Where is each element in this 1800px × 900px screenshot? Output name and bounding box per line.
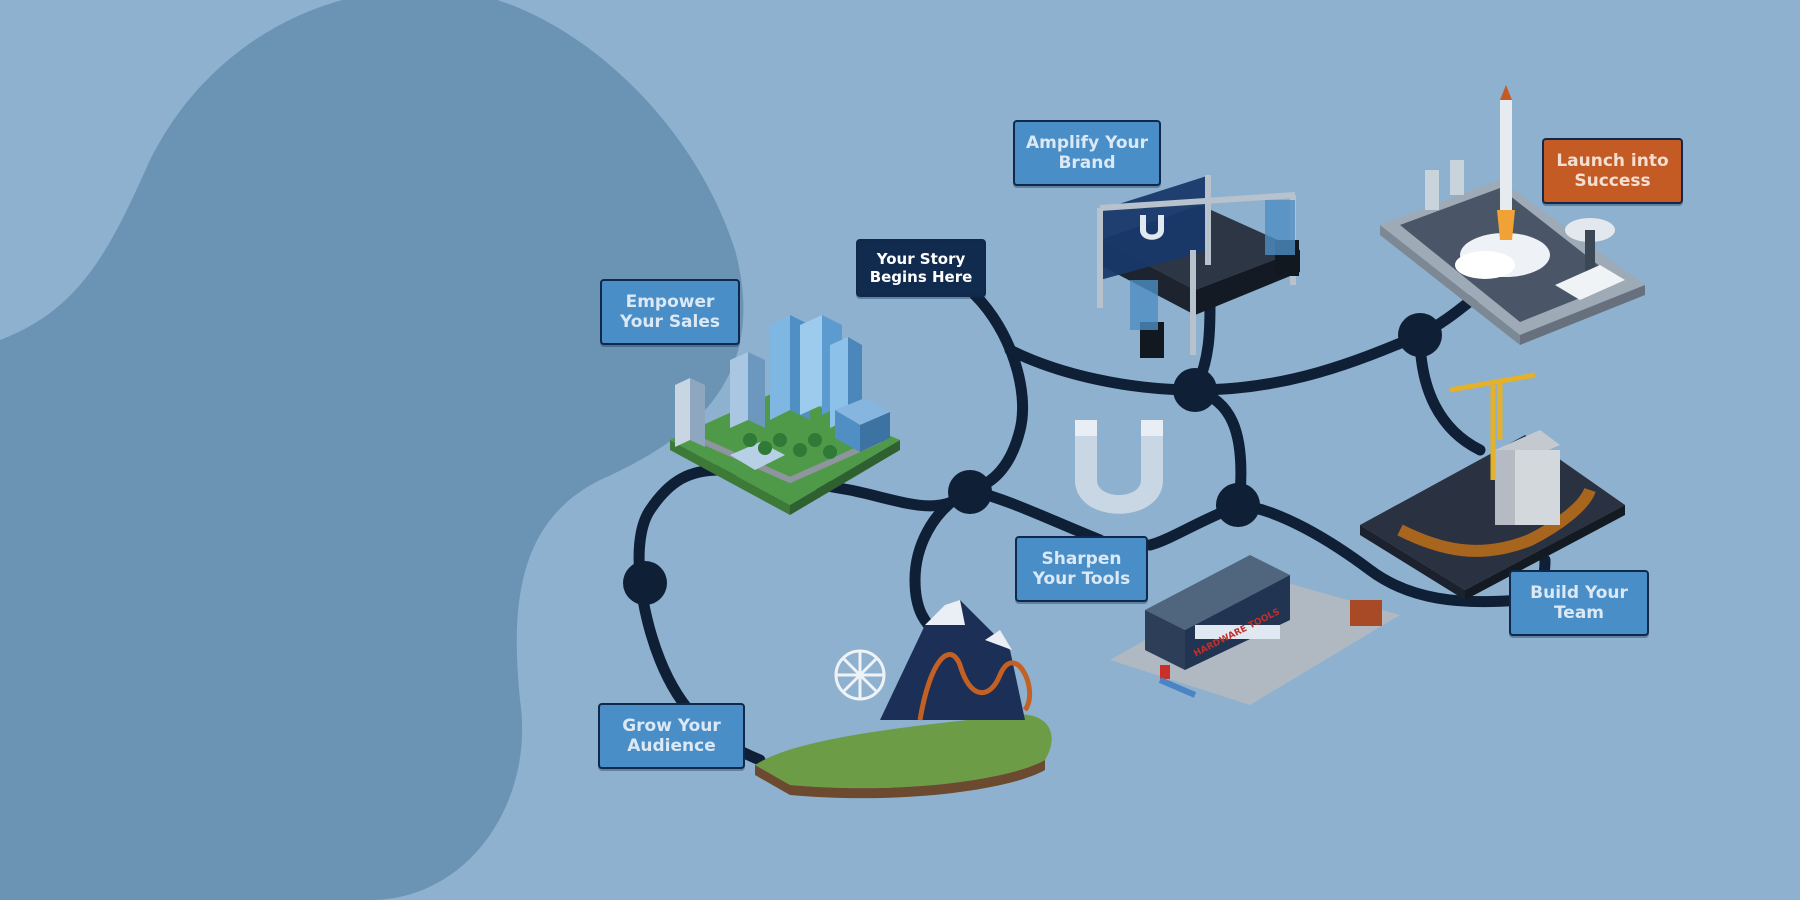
roadmap-junctions bbox=[623, 313, 1442, 605]
background-blob-lower bbox=[0, 640, 370, 900]
label-empower-your-sales[interactable]: Empower Your Sales bbox=[600, 279, 740, 345]
label-sharpen-your-tools[interactable]: Sharpen Your Tools bbox=[1015, 536, 1148, 602]
magnet-icon bbox=[1140, 215, 1164, 240]
office-tower bbox=[770, 315, 862, 428]
mountain bbox=[880, 600, 1025, 720]
label-launch-into-success[interactable]: Launch into Success bbox=[1542, 138, 1683, 204]
label-amplify-your-brand[interactable]: Amplify Your Brand bbox=[1013, 120, 1161, 186]
building-frame bbox=[1495, 430, 1560, 525]
junction-node bbox=[1173, 368, 1217, 412]
concert-stage-illustration bbox=[1097, 175, 1300, 358]
city-illustration bbox=[670, 315, 900, 515]
junction-node bbox=[1216, 483, 1260, 527]
hardware-store-illustration: HARDWARE TOOLS bbox=[1110, 555, 1400, 705]
label-your-story-begins-here[interactable]: Your Story Begins Here bbox=[856, 239, 986, 297]
label-grow-your-audience[interactable]: Grow Your Audience bbox=[598, 703, 745, 769]
rocket-launch-illustration bbox=[1380, 85, 1645, 345]
label-build-your-team[interactable]: Build Your Team bbox=[1509, 570, 1649, 636]
trees bbox=[743, 433, 837, 459]
construction-site-illustration bbox=[1360, 372, 1625, 600]
theme-park-illustration bbox=[755, 600, 1052, 799]
magnet-icon bbox=[1075, 420, 1163, 514]
office-building bbox=[675, 352, 890, 470]
junction-node bbox=[623, 561, 667, 605]
radar-dish-icon bbox=[1555, 218, 1625, 300]
junction-node bbox=[948, 470, 992, 514]
crane-icon bbox=[1449, 372, 1536, 480]
ferris-wheel-icon bbox=[834, 649, 886, 701]
background-blob bbox=[0, 0, 744, 900]
junction-node bbox=[1398, 313, 1442, 357]
